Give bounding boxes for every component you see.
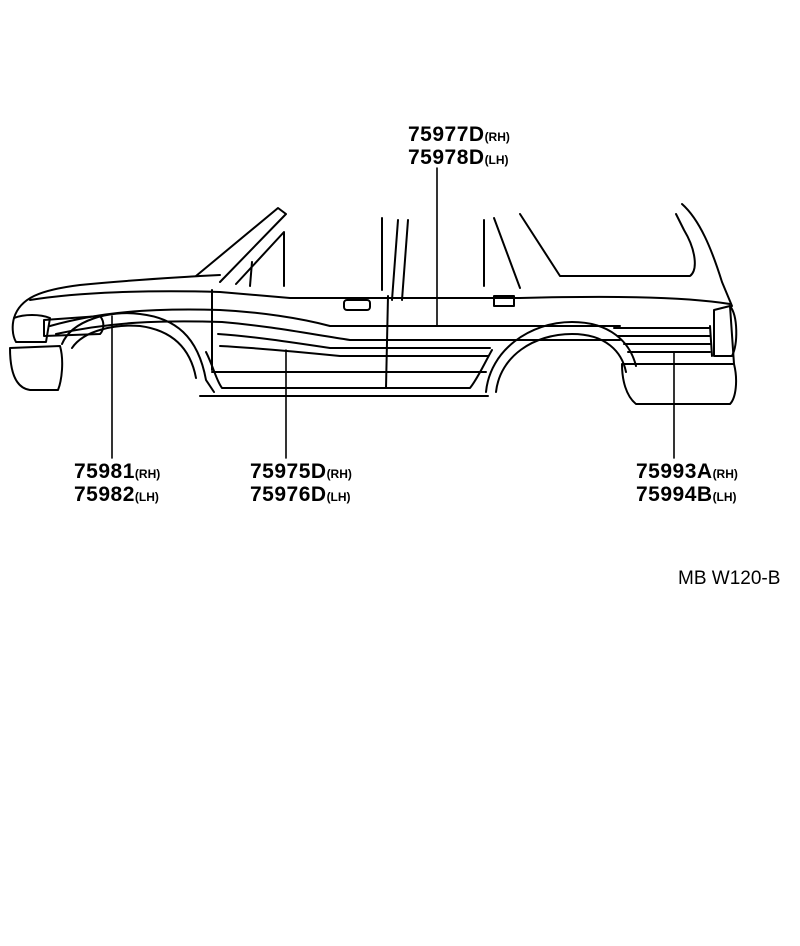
rear-door-window <box>483 217 521 289</box>
side-roof-lh: (LH) <box>484 153 509 167</box>
part-number-roof-rh: 75977D <box>408 123 485 146</box>
diagram-reference-code: MB W120-B <box>678 568 781 589</box>
part-number-door-rh: 75975D <box>250 460 327 483</box>
side-fender-rh: (RH) <box>134 467 161 481</box>
front-wheel-arch <box>61 312 215 393</box>
molding-stripe-3 <box>217 333 491 349</box>
door-handle-front <box>343 299 371 311</box>
label-quarter-molding: 75993A(RH) 75994B(LH) <box>636 461 738 505</box>
molding-stripe-1 <box>49 308 621 327</box>
front-fascia <box>11 314 51 343</box>
fuel-lid <box>493 295 515 307</box>
side-quarter-rh: (RH) <box>712 467 738 481</box>
center-pillar-lower <box>385 295 389 389</box>
front-wheel-arch-inner <box>71 324 197 379</box>
part-number-quarter-rh: 75993A <box>636 460 713 483</box>
side-roof-rh: (RH) <box>484 130 510 144</box>
label-roof-molding: 75977D(RH) 75978D(LH) <box>408 124 510 168</box>
windshield-outline <box>195 207 287 283</box>
rear-wheel-arch-inner <box>495 333 627 393</box>
part-number-quarter-lh: 75994B <box>636 483 713 506</box>
side-fender-lh: (LH) <box>134 490 159 504</box>
belt-line <box>29 290 731 305</box>
quarter-window <box>519 203 733 307</box>
part-number-door-lh: 75976D <box>250 483 327 506</box>
side-door-rh: (RH) <box>326 467 352 481</box>
part-number-fender-lh: 75982 <box>74 483 135 506</box>
rear-quarter-edge <box>709 305 735 365</box>
part-number-roof-lh: 75978D <box>408 146 485 169</box>
front-bumper <box>9 345 64 391</box>
rear-bumper <box>621 363 738 405</box>
hood-outline <box>13 274 221 319</box>
part-number-fender-rh: 75981 <box>74 460 135 483</box>
rear-wheel-arch <box>485 321 637 393</box>
side-quarter-lh: (LH) <box>712 490 737 504</box>
side-door-lh: (LH) <box>326 490 351 504</box>
label-door-molding: 75975D(RH) 75976D(LH) <box>250 461 352 505</box>
a-pillar-inner <box>249 261 253 287</box>
roof-line <box>381 217 409 301</box>
molding-stripe-2 <box>55 320 621 341</box>
rocker-bottom <box>199 371 489 397</box>
label-fender-molding: 75981(RH) 75982(LH) <box>74 461 160 505</box>
